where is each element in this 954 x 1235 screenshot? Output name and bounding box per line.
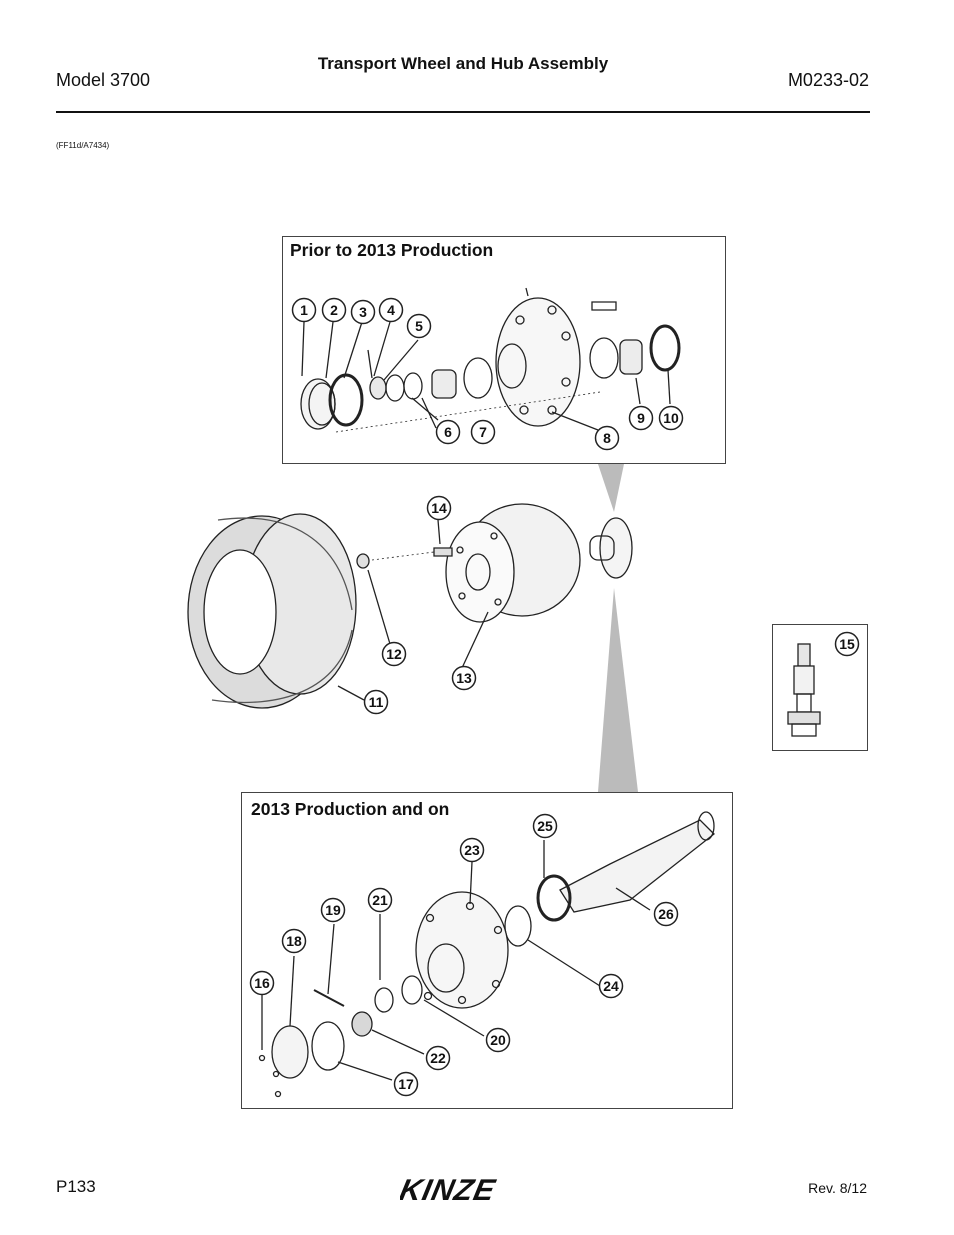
current-production-panel bbox=[241, 792, 733, 1109]
callout-numbers: 1 2 3 4 5 6 7 8 9 10 11 12 13 14 15 16 1… bbox=[254, 302, 855, 1092]
valve-stem-panel bbox=[772, 624, 868, 751]
callout-bubbles bbox=[249, 297, 860, 1097]
valve-stem bbox=[787, 643, 821, 737]
revision-label: Rev. 8/12 bbox=[808, 1180, 867, 1196]
document-number: M0233-02 bbox=[787, 70, 869, 90]
callout-19: 19 bbox=[325, 902, 341, 918]
callout-13: 13 bbox=[456, 670, 472, 686]
callout-17: 17 bbox=[398, 1076, 414, 1092]
current-production-label: 2013 Production and on bbox=[251, 799, 450, 819]
callout-18: 18 bbox=[286, 933, 302, 949]
figure-reference: (FF11d/A7434) bbox=[56, 141, 110, 150]
callout-12: 12 bbox=[386, 646, 402, 662]
callout-5: 5 bbox=[415, 318, 423, 334]
callout-8: 8 bbox=[603, 430, 611, 446]
callout-24: 24 bbox=[603, 978, 619, 994]
callout-23: 23 bbox=[464, 842, 480, 858]
callout-15: 15 bbox=[839, 636, 855, 652]
callout-22: 22 bbox=[430, 1050, 446, 1066]
callout-21: 21 bbox=[372, 892, 388, 908]
lower-connector-wedge bbox=[598, 588, 638, 792]
callout-2: 2 bbox=[330, 302, 338, 318]
callout-20: 20 bbox=[490, 1032, 506, 1048]
current-hub-parts bbox=[258, 811, 715, 1098]
callout-16: 16 bbox=[254, 975, 270, 991]
callout-3: 3 bbox=[359, 304, 367, 320]
header-rule bbox=[56, 111, 870, 113]
wheel-assembly bbox=[187, 503, 633, 709]
page-number: P133 bbox=[56, 1177, 96, 1196]
callout-1: 1 bbox=[300, 302, 308, 318]
callout-10: 10 bbox=[663, 410, 679, 426]
page-title: Transport Wheel and Hub Assembly bbox=[317, 54, 609, 73]
callout-14: 14 bbox=[431, 500, 447, 516]
prior-production-label: Prior to 2013 Production bbox=[290, 240, 494, 260]
callout-11: 11 bbox=[369, 694, 384, 710]
prior-production-panel bbox=[282, 236, 726, 464]
model-label: Model 3700 bbox=[56, 70, 151, 90]
kinze-logo: KINZE bbox=[397, 1172, 524, 1213]
upper-connector-wedge bbox=[598, 464, 624, 512]
callout-6: 6 bbox=[444, 424, 452, 440]
prior-hub-parts bbox=[300, 287, 681, 433]
logo-text: KINZE bbox=[400, 1174, 498, 1207]
callout-25: 25 bbox=[537, 818, 553, 834]
callout-9: 9 bbox=[637, 410, 645, 426]
callout-7: 7 bbox=[479, 424, 487, 440]
callout-4: 4 bbox=[387, 302, 395, 318]
callout-26: 26 bbox=[658, 906, 674, 922]
